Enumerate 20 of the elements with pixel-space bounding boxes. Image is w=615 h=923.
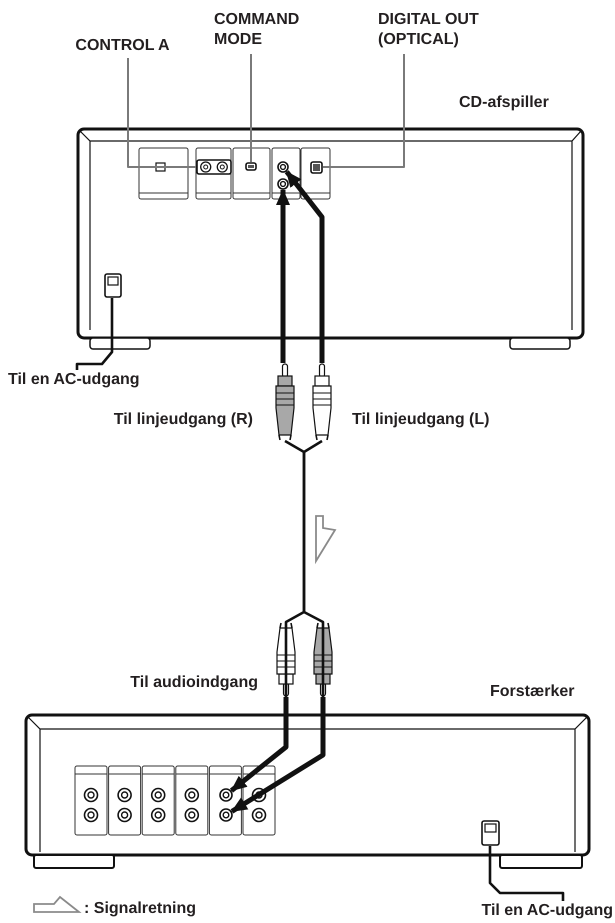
- power-cord: [76, 298, 114, 370]
- arrow: [230, 697, 326, 814]
- device-label: CD-afspiller: [459, 93, 549, 113]
- power-cord: [488, 846, 564, 901]
- legend-label: : Signalretning: [84, 899, 196, 919]
- arrow: [276, 189, 290, 363]
- connector-label: Til audioindgang: [129, 673, 258, 693]
- leader-line: [323, 54, 405, 168]
- connector-label: Til linjeudgang (R): [112, 410, 253, 430]
- device-label: Forstærker: [490, 682, 574, 702]
- arrow: [284, 170, 324, 363]
- leader-line: [127, 58, 196, 168]
- callout-label: DIGITAL OUT (OPTICAL): [378, 10, 508, 50]
- callout-label: Til en AC-udgang: [425, 901, 613, 921]
- callout-label: COMMAND MODE: [214, 10, 314, 50]
- arrow: [230, 697, 288, 793]
- leader-line: [250, 54, 252, 162]
- callout-label: Til en AC-udgang: [8, 370, 198, 390]
- callout-label: CONTROL A: [55, 36, 190, 56]
- connector-label: Til linjeudgang (L): [352, 410, 490, 430]
